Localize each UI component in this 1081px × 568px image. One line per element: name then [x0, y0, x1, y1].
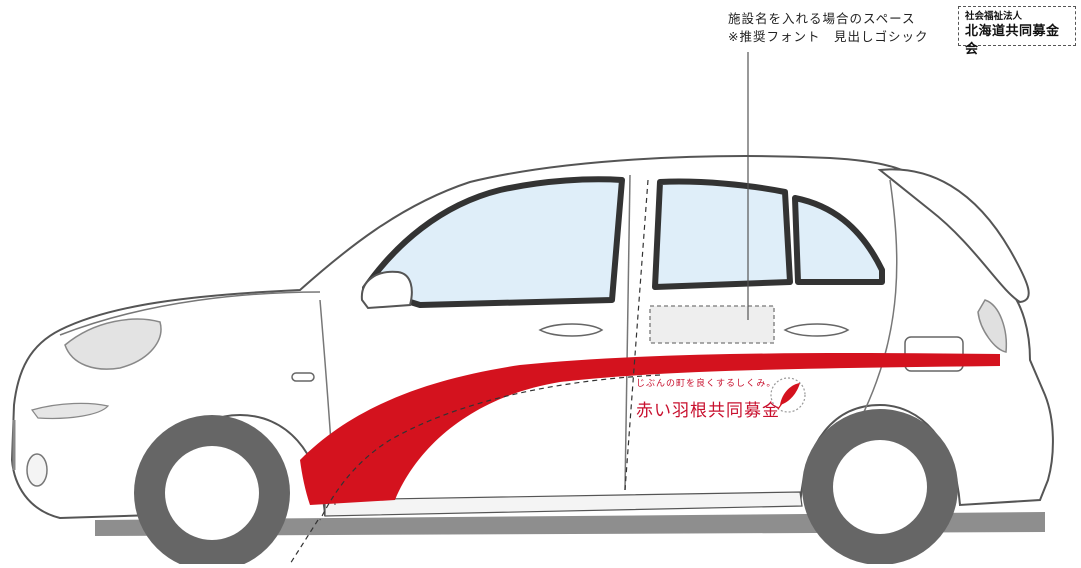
- fog-light: [26, 453, 48, 487]
- facility-name-placeholder: [649, 305, 775, 344]
- red-feather-icon: [770, 377, 806, 413]
- org-name: 北海道共同募金会: [965, 24, 1060, 57]
- rear-spoiler: [877, 168, 1030, 304]
- headlight: [64, 318, 162, 370]
- front-bumper-vent: [30, 402, 110, 420]
- b-pillar-line: [624, 174, 631, 491]
- hood-line: [59, 291, 321, 336]
- facility-name-callout: 施設名を入れる場合のスペース ※推奨フォント 見出しゴシック: [728, 10, 928, 46]
- organization-label-box: 社会福祉法人 北海道共同募金会: [958, 6, 1076, 57]
- rear-door-handle: [783, 323, 850, 337]
- rocker-panel: [324, 491, 803, 517]
- org-type: 社会福祉法人: [965, 11, 1023, 22]
- front-door-handle: [538, 323, 604, 337]
- taillight: [977, 299, 1008, 353]
- rear-door-window: [652, 178, 793, 290]
- side-mirror: [360, 270, 413, 310]
- door-tagline: じぶんの町を良くするしくみ。: [636, 379, 777, 389]
- side-marker: [291, 372, 315, 382]
- callout-line-2: ※推奨フォント 見出しゴシック: [728, 29, 929, 44]
- callout-line-1: 施設名を入れる場合のスペース: [728, 11, 916, 26]
- front-window: [362, 176, 625, 308]
- ground-shadow: [95, 512, 1045, 536]
- rear-door-line: [859, 179, 898, 421]
- rear-rim: [833, 440, 927, 534]
- front-rim: [165, 446, 259, 540]
- quarter-window: [792, 195, 885, 285]
- red-swoosh-stripe: [300, 353, 1000, 505]
- door-brand-name: 赤い羽根共同募金: [636, 401, 780, 421]
- dashed-guide-curve: [319, 374, 661, 521]
- dashed-guide-door: [624, 179, 649, 491]
